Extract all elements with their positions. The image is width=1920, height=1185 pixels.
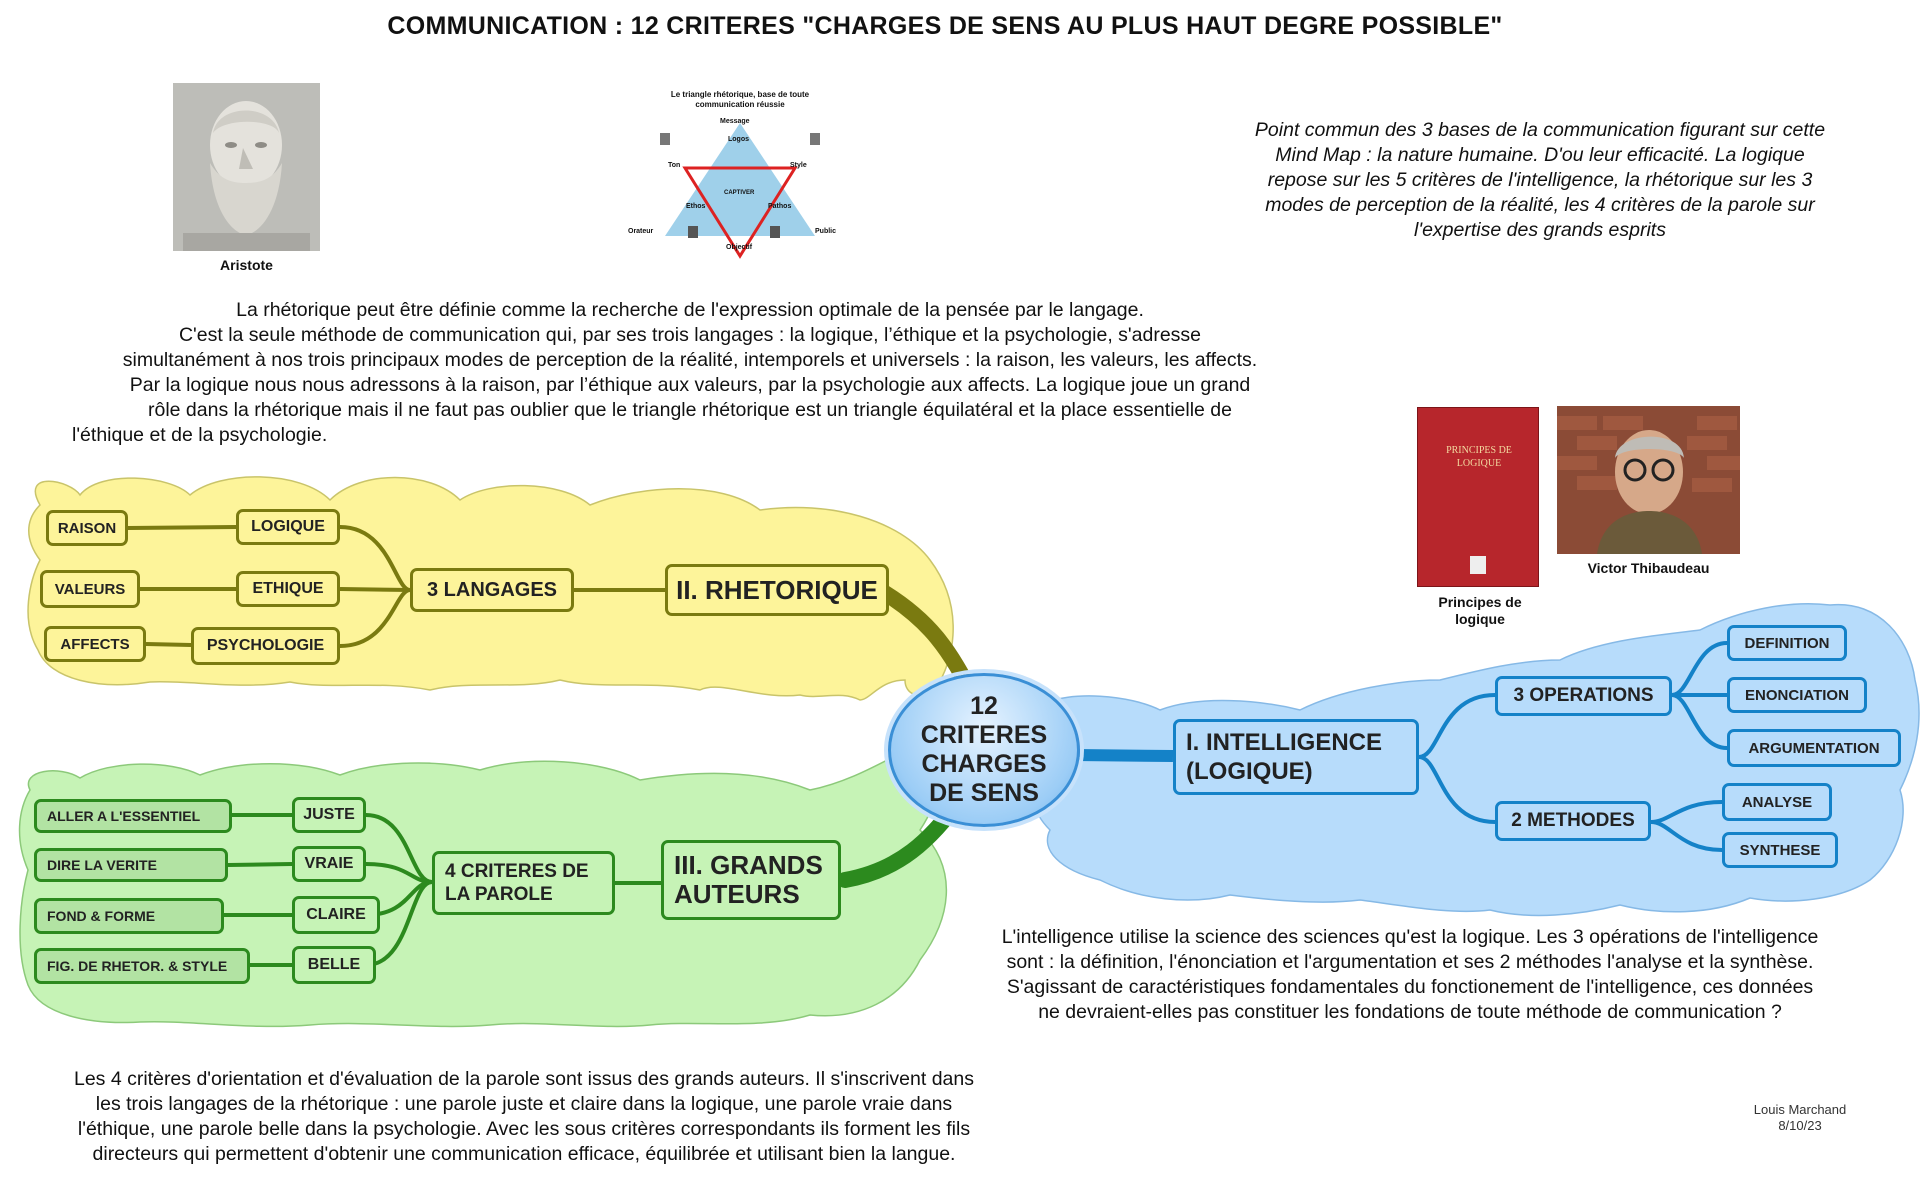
person-icon xyxy=(1557,406,1740,554)
top-right-text: Point commun des 3 bases de la communica… xyxy=(1254,119,1826,241)
blue-cloud xyxy=(1032,602,1920,917)
node-fig-rhetor[interactable]: FIG. DE RHETOR. & STYLE xyxy=(34,948,250,984)
node-psychologie[interactable]: PSYCHOLOGIE xyxy=(191,627,340,665)
node-vraie[interactable]: VRAIE xyxy=(292,846,366,882)
triangle-label-orateur: Orateur xyxy=(628,228,654,235)
triangle-label-public: Public xyxy=(815,228,837,235)
node-juste[interactable]: JUSTE xyxy=(292,797,366,833)
triangle-label-style: Style xyxy=(790,162,807,169)
node-aller-essentiel[interactable]: ALLER A L'ESSENTIEL xyxy=(34,799,232,833)
node-2-methodes[interactable]: 2 METHODES xyxy=(1495,801,1651,841)
triangle-label-objectif: Objectif xyxy=(726,244,753,251)
node-logique[interactable]: LOGIQUE xyxy=(236,509,340,545)
node-belle[interactable]: BELLE xyxy=(292,946,376,984)
node-synthese[interactable]: SYNTHESE xyxy=(1722,832,1838,868)
page-title: COMMUNICATION : 12 CRITERES "CHARGES DE … xyxy=(387,12,1503,40)
node-grands-auteurs[interactable]: III. GRANDS AUTEURS xyxy=(661,840,841,920)
triangle-label-logos: Logos xyxy=(728,136,749,143)
person-image xyxy=(1557,406,1740,554)
node-3-operations[interactable]: 3 OPERATIONS xyxy=(1495,676,1672,716)
triangle-label-captiver: CAPTIVER xyxy=(724,190,755,196)
yellow-branches xyxy=(127,525,665,648)
triangle-title: Le triangle rhétorique, base de toute co… xyxy=(670,90,810,109)
node-ethique[interactable]: ETHIQUE xyxy=(236,571,340,607)
connector-intelligence xyxy=(1074,749,1174,762)
triangle-label-pathos: Pathos xyxy=(768,203,792,210)
aristote-caption: Aristote xyxy=(220,257,273,273)
parole-text: Les 4 critères d'orientation et d'évalua… xyxy=(73,1068,974,1165)
node-definition[interactable]: DEFINITION xyxy=(1727,625,1847,661)
author-name: Louis Marchand xyxy=(1753,1102,1847,1117)
intelligence-text: L'intelligence utilise la science des sc… xyxy=(1001,926,1819,1023)
book-image: PRINCIPES DE LOGIQUE xyxy=(1417,407,1539,587)
node-rhetorique[interactable]: II. RHETORIQUE xyxy=(665,564,889,616)
triangle-label-ethos: Ethos xyxy=(686,203,706,210)
node-3-langages[interactable]: 3 LANGAGES xyxy=(410,568,574,612)
triangle-image: Le triangle rhétorique, base de toute co… xyxy=(620,88,860,268)
node-claire[interactable]: CLAIRE xyxy=(292,896,380,934)
node-raison[interactable]: RAISON xyxy=(46,510,128,546)
triangle-icon xyxy=(660,123,820,259)
node-analyse[interactable]: ANALYSE xyxy=(1722,783,1832,821)
node-argumentation[interactable]: ARGUMENTATION xyxy=(1727,729,1901,767)
triangle-label-ton: Ton xyxy=(668,162,681,169)
book-caption: Principes de logique xyxy=(1438,594,1522,627)
node-intelligence[interactable]: I. INTELLIGENCE (LOGIQUE) xyxy=(1173,719,1419,795)
node-valeurs[interactable]: VALEURS xyxy=(40,570,140,608)
author-date: 8/10/23 xyxy=(1778,1118,1822,1133)
center-label: 12 CRITERES CHARGES DE SENS xyxy=(920,692,1048,807)
bust-icon xyxy=(173,83,320,251)
triangle-label-message: Message xyxy=(720,118,750,125)
node-affects[interactable]: AFFECTS xyxy=(44,626,146,662)
rhetoric-text: La rhétorique peut être définie comme la… xyxy=(72,299,1258,446)
node-dire-verite[interactable]: DIRE LA VERITE xyxy=(34,848,228,882)
book-emblem-icon xyxy=(1470,556,1486,574)
blue-branches xyxy=(1418,641,1728,852)
node-enonciation[interactable]: ENONCIATION xyxy=(1727,677,1867,713)
center-node[interactable]: 12 CRITERES CHARGES DE SENS xyxy=(888,673,1080,827)
person-caption: Victor Thibaudeau xyxy=(1587,560,1710,576)
book-title: PRINCIPES DE LOGIQUE xyxy=(1446,445,1512,469)
node-4-criteres[interactable]: 4 CRITERES DE LA PAROLE xyxy=(432,851,615,915)
node-fond-forme[interactable]: FOND & FORME xyxy=(34,898,224,934)
author-signature: Louis Marchand 8/10/23 xyxy=(1700,1102,1900,1134)
aristote-image xyxy=(173,83,320,251)
